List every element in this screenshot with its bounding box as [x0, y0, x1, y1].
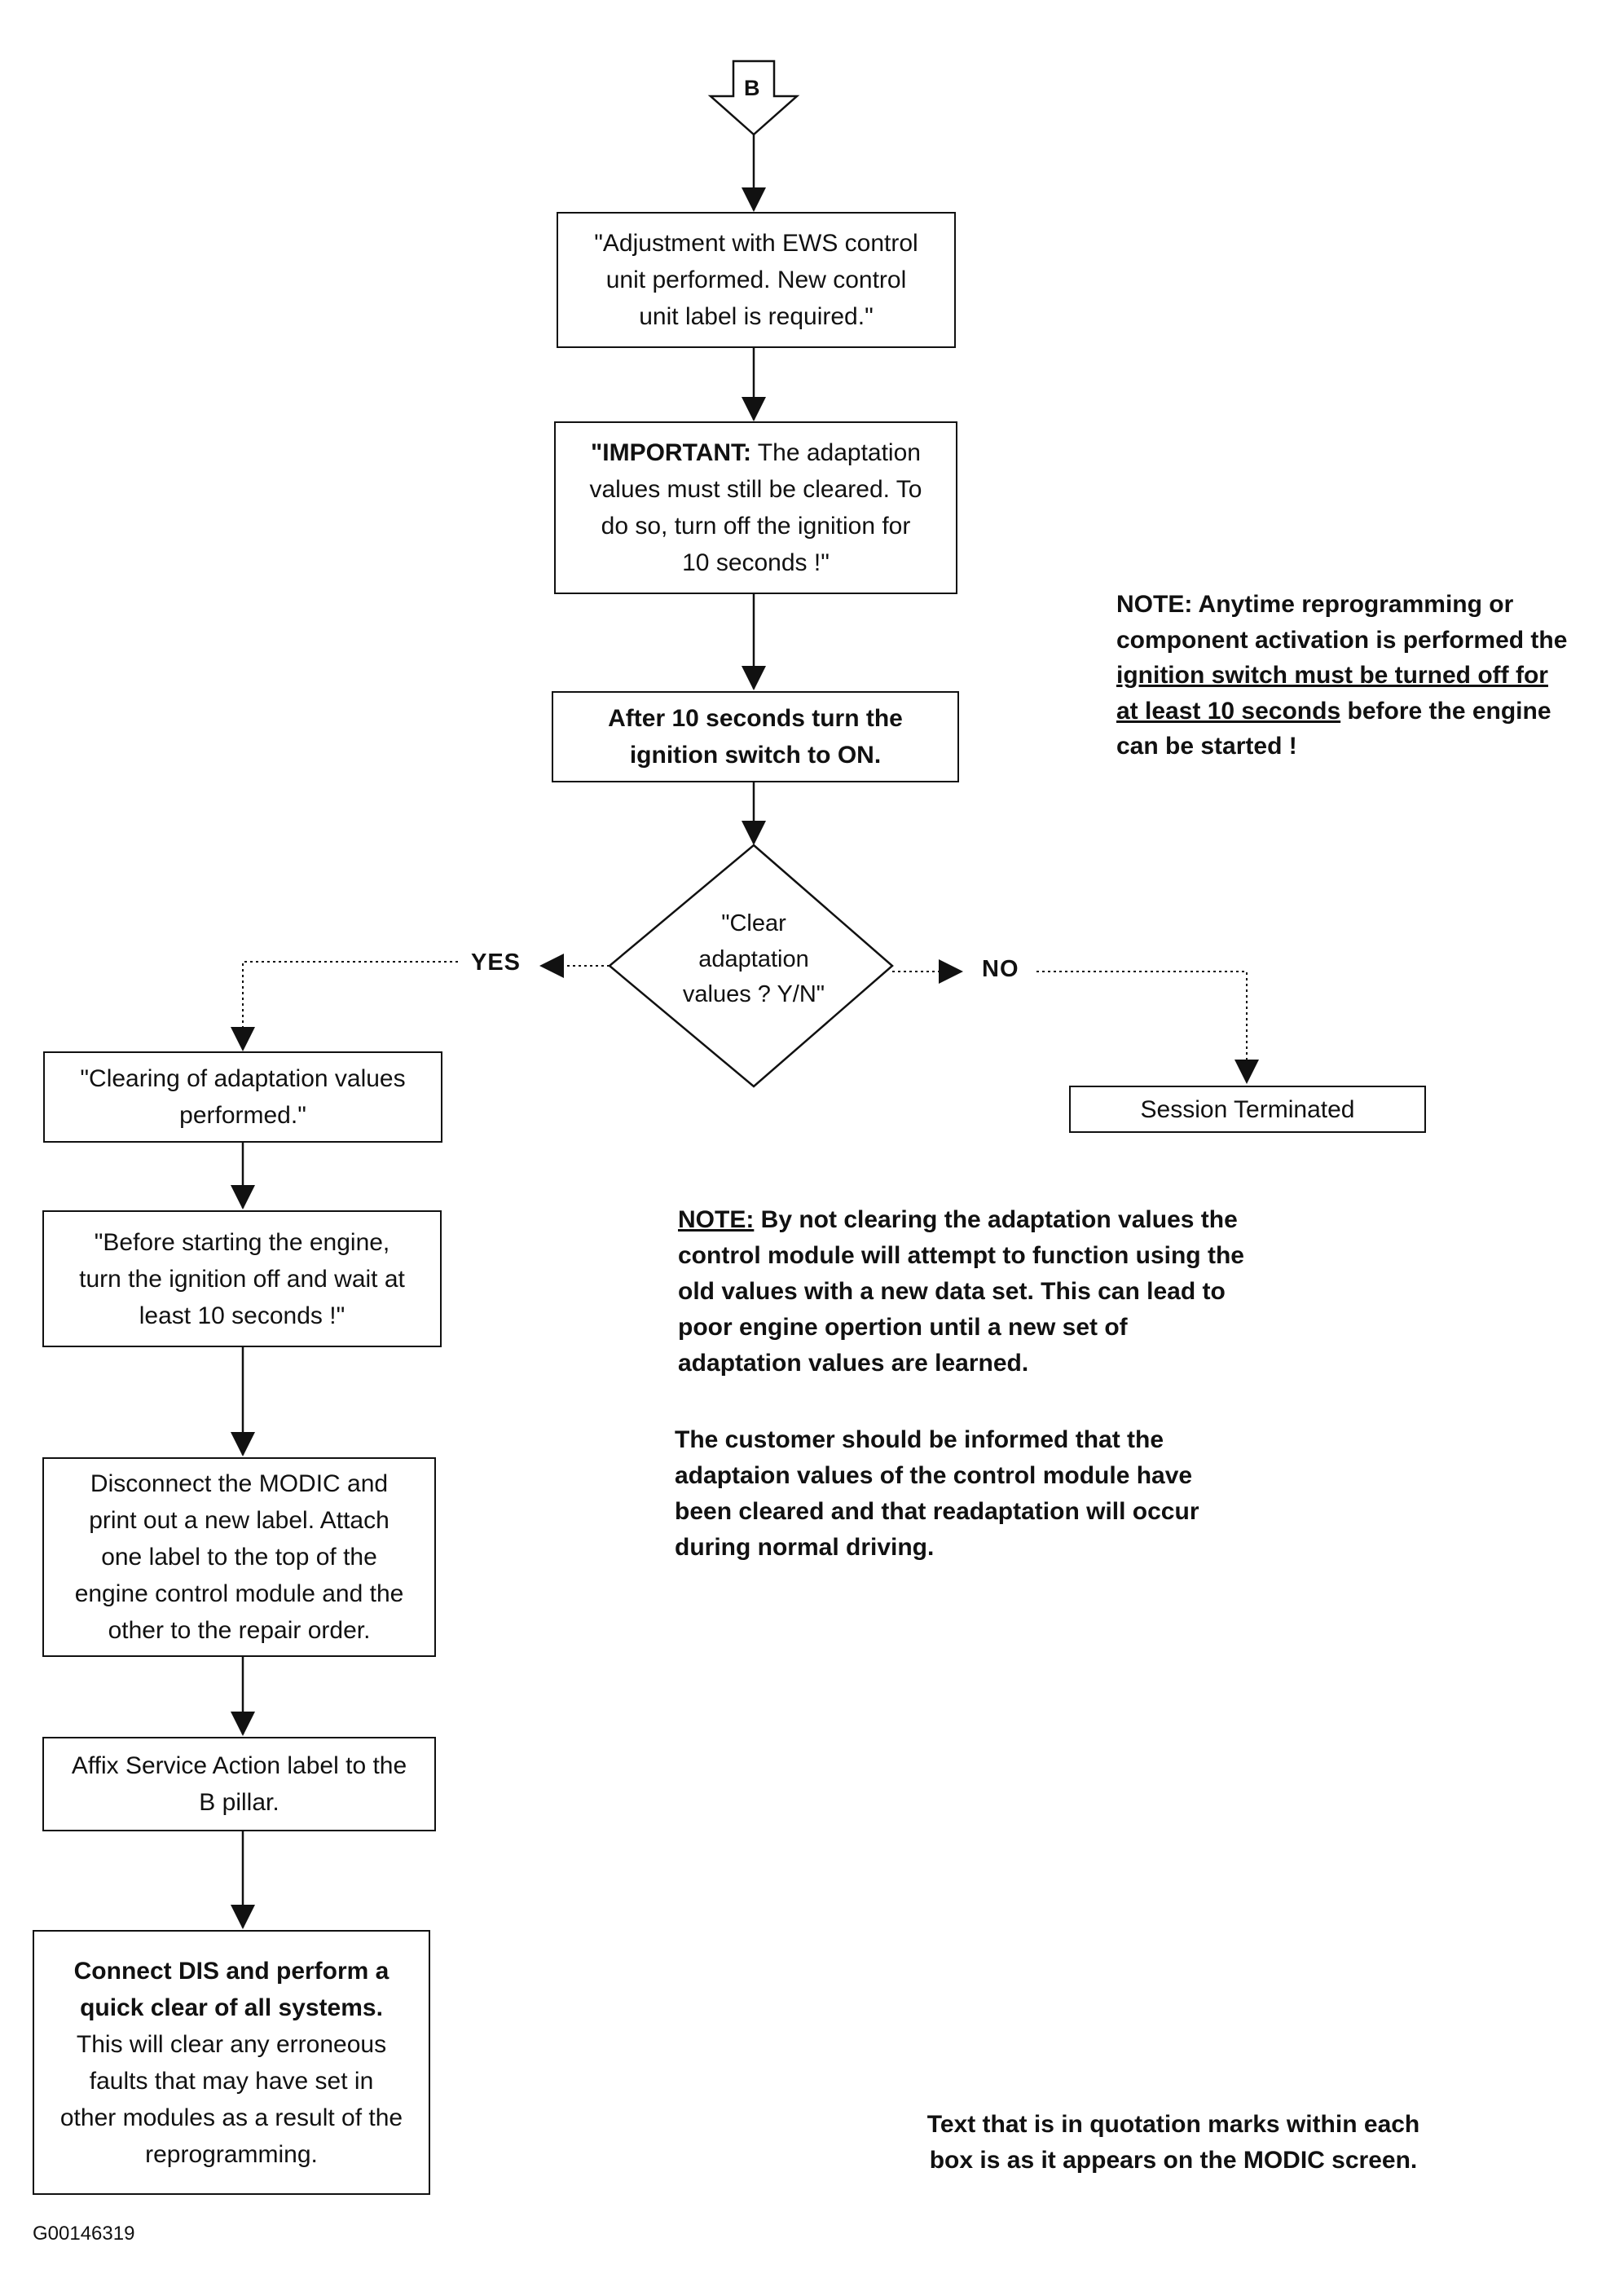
before-line-3: least 10 seconds !" — [139, 1302, 345, 1329]
after-10-seconds-box: After 10 seconds turn the ignition switc… — [552, 691, 959, 782]
no-label: NO — [982, 956, 1019, 982]
ignition-note: NOTE: Anytime reprogramming or component… — [1116, 587, 1613, 764]
disconnect-line-1: Disconnect the MODIC and — [90, 1470, 389, 1497]
session-terminated-text: Session Terminated — [1140, 1095, 1355, 1123]
ignition-note-line-5: can be started ! — [1116, 733, 1297, 760]
decision-text: "Clear adaptation values ? Y/N" — [672, 906, 835, 1013]
adaptation-note-line-3: old values with a new data set. This can… — [678, 1278, 1226, 1306]
customer-note-line-4: during normal driving. — [675, 1534, 935, 1562]
quotation-note: Text that is in quotation marks within e… — [880, 2107, 1467, 2178]
decision-line-3: values ? Y/N" — [682, 981, 825, 1007]
adjustment-line-3: unit label is required." — [639, 303, 874, 330]
clearing-line-2: performed." — [179, 1102, 306, 1129]
disconnect-box: Disconnect the MODIC and print out a new… — [42, 1457, 436, 1657]
adjustment-line-2: unit performed. New control — [605, 267, 907, 293]
affix-line-2: B pillar. — [199, 1789, 279, 1816]
yes-label: YES — [471, 950, 522, 976]
adaptation-note-line-1: NOTE: By not clearing the adaptation val… — [678, 1202, 1379, 1238]
connector-b-label: B — [744, 76, 761, 100]
line-no-to-session — [1036, 971, 1259, 1084]
disconnect-line-5: other to the repair order. — [108, 1617, 371, 1644]
ignition-note-line-4-rest: before the engine — [1340, 697, 1551, 725]
connect-bold-line-2: quick clear of all systems. — [80, 1994, 383, 2021]
connect-line-4: faults that may have set in — [89, 2067, 374, 2095]
ignition-note-line-2: component activation is performed the — [1116, 626, 1568, 654]
disconnect-line-2: print out a new label. Attach — [89, 1507, 389, 1534]
disconnect-line-3: one label to the top of the — [101, 1544, 377, 1571]
important-line-1: "IMPORTANT: The adaptation — [591, 434, 921, 471]
decision-diamond — [608, 844, 894, 1088]
customer-note-line-1: The customer should be informed that the — [675, 1426, 1164, 1453]
connect-dis-box: Connect DIS and perform a quick clear of… — [33, 1930, 430, 2195]
before-starting-box: "Before starting the engine, turn the ig… — [42, 1210, 442, 1347]
session-terminated-box: Session Terminated — [1069, 1086, 1426, 1133]
adjustment-line-1: "Adjustment with EWS control — [594, 230, 918, 257]
disconnect-line-4: engine control module and the — [74, 1580, 404, 1607]
adaptation-note-line-5: adaptation values are learned. — [678, 1350, 1029, 1377]
ignition-note-line-4: at least 10 seconds before the engine — [1116, 694, 1613, 729]
important-box: "IMPORTANT: The adaptation values must s… — [554, 421, 957, 594]
important-line-4: 10 seconds !" — [682, 549, 830, 576]
before-line-2: turn the ignition off and wait at — [79, 1265, 405, 1293]
important-line-1-rest: The adaptation — [751, 439, 921, 466]
adaptation-note: NOTE: By not clearing the adaptation val… — [678, 1202, 1379, 1381]
decision-line-2: adaptation — [698, 945, 809, 972]
clearing-box: "Clearing of adaptation values performed… — [43, 1051, 442, 1143]
ignition-note-line-3: ignition switch must be turned off for — [1116, 662, 1548, 689]
decision-line-1: "Clear — [721, 910, 786, 936]
clearing-line-1: "Clearing of adaptation values — [80, 1065, 406, 1092]
connect-line-3: This will clear any erroneous — [76, 2030, 387, 2058]
connector-b-shape — [707, 59, 800, 136]
quotation-note-line-2: box is as it appears on the MODIC screen… — [929, 2146, 1418, 2174]
after-10-line-1: After 10 seconds turn the — [608, 705, 903, 732]
affix-box: Affix Service Action label to the B pill… — [42, 1737, 436, 1831]
adaptation-note-line-2: control module will attempt to function … — [678, 1242, 1244, 1270]
figure-id: G00146319 — [33, 2223, 135, 2245]
after-10-line-2: ignition switch to ON. — [629, 742, 882, 769]
customer-note-line-2: adaptaion values of the control module h… — [675, 1462, 1193, 1490]
connect-line-5: other modules as a result of the — [59, 2104, 403, 2131]
quotation-note-line-1: Text that is in quotation marks within e… — [926, 2111, 1420, 2138]
connect-line-6: reprogramming. — [145, 2140, 318, 2168]
adaptation-note-prefix: NOTE: — [678, 1206, 755, 1233]
important-line-3: do so, turn off the ignition for — [601, 513, 911, 540]
important-line-2: values must still be cleared. To — [589, 476, 922, 503]
important-label: "IMPORTANT: — [591, 439, 752, 466]
ignition-note-line-4-underlined: at least 10 seconds — [1116, 697, 1341, 725]
adaptation-note-line-1-rest: By not clearing the adaptation values th… — [754, 1206, 1238, 1233]
customer-note: The customer should be informed that the… — [675, 1422, 1375, 1566]
affix-line-1: Affix Service Action label to the — [71, 1752, 407, 1779]
adaptation-note-line-4: poor engine opertion until a new set of — [678, 1314, 1128, 1342]
before-line-1: "Before starting the engine, — [94, 1228, 390, 1256]
ignition-note-line-1: NOTE: Anytime reprogramming or — [1116, 591, 1514, 618]
customer-note-line-3: been cleared and that readaptation will … — [675, 1498, 1199, 1526]
adjustment-box: "Adjustment with EWS control unit perfor… — [557, 212, 956, 348]
connect-bold-line-1: Connect DIS and perform a — [73, 1957, 389, 1985]
line-yes-to-clearing — [231, 961, 458, 1051]
